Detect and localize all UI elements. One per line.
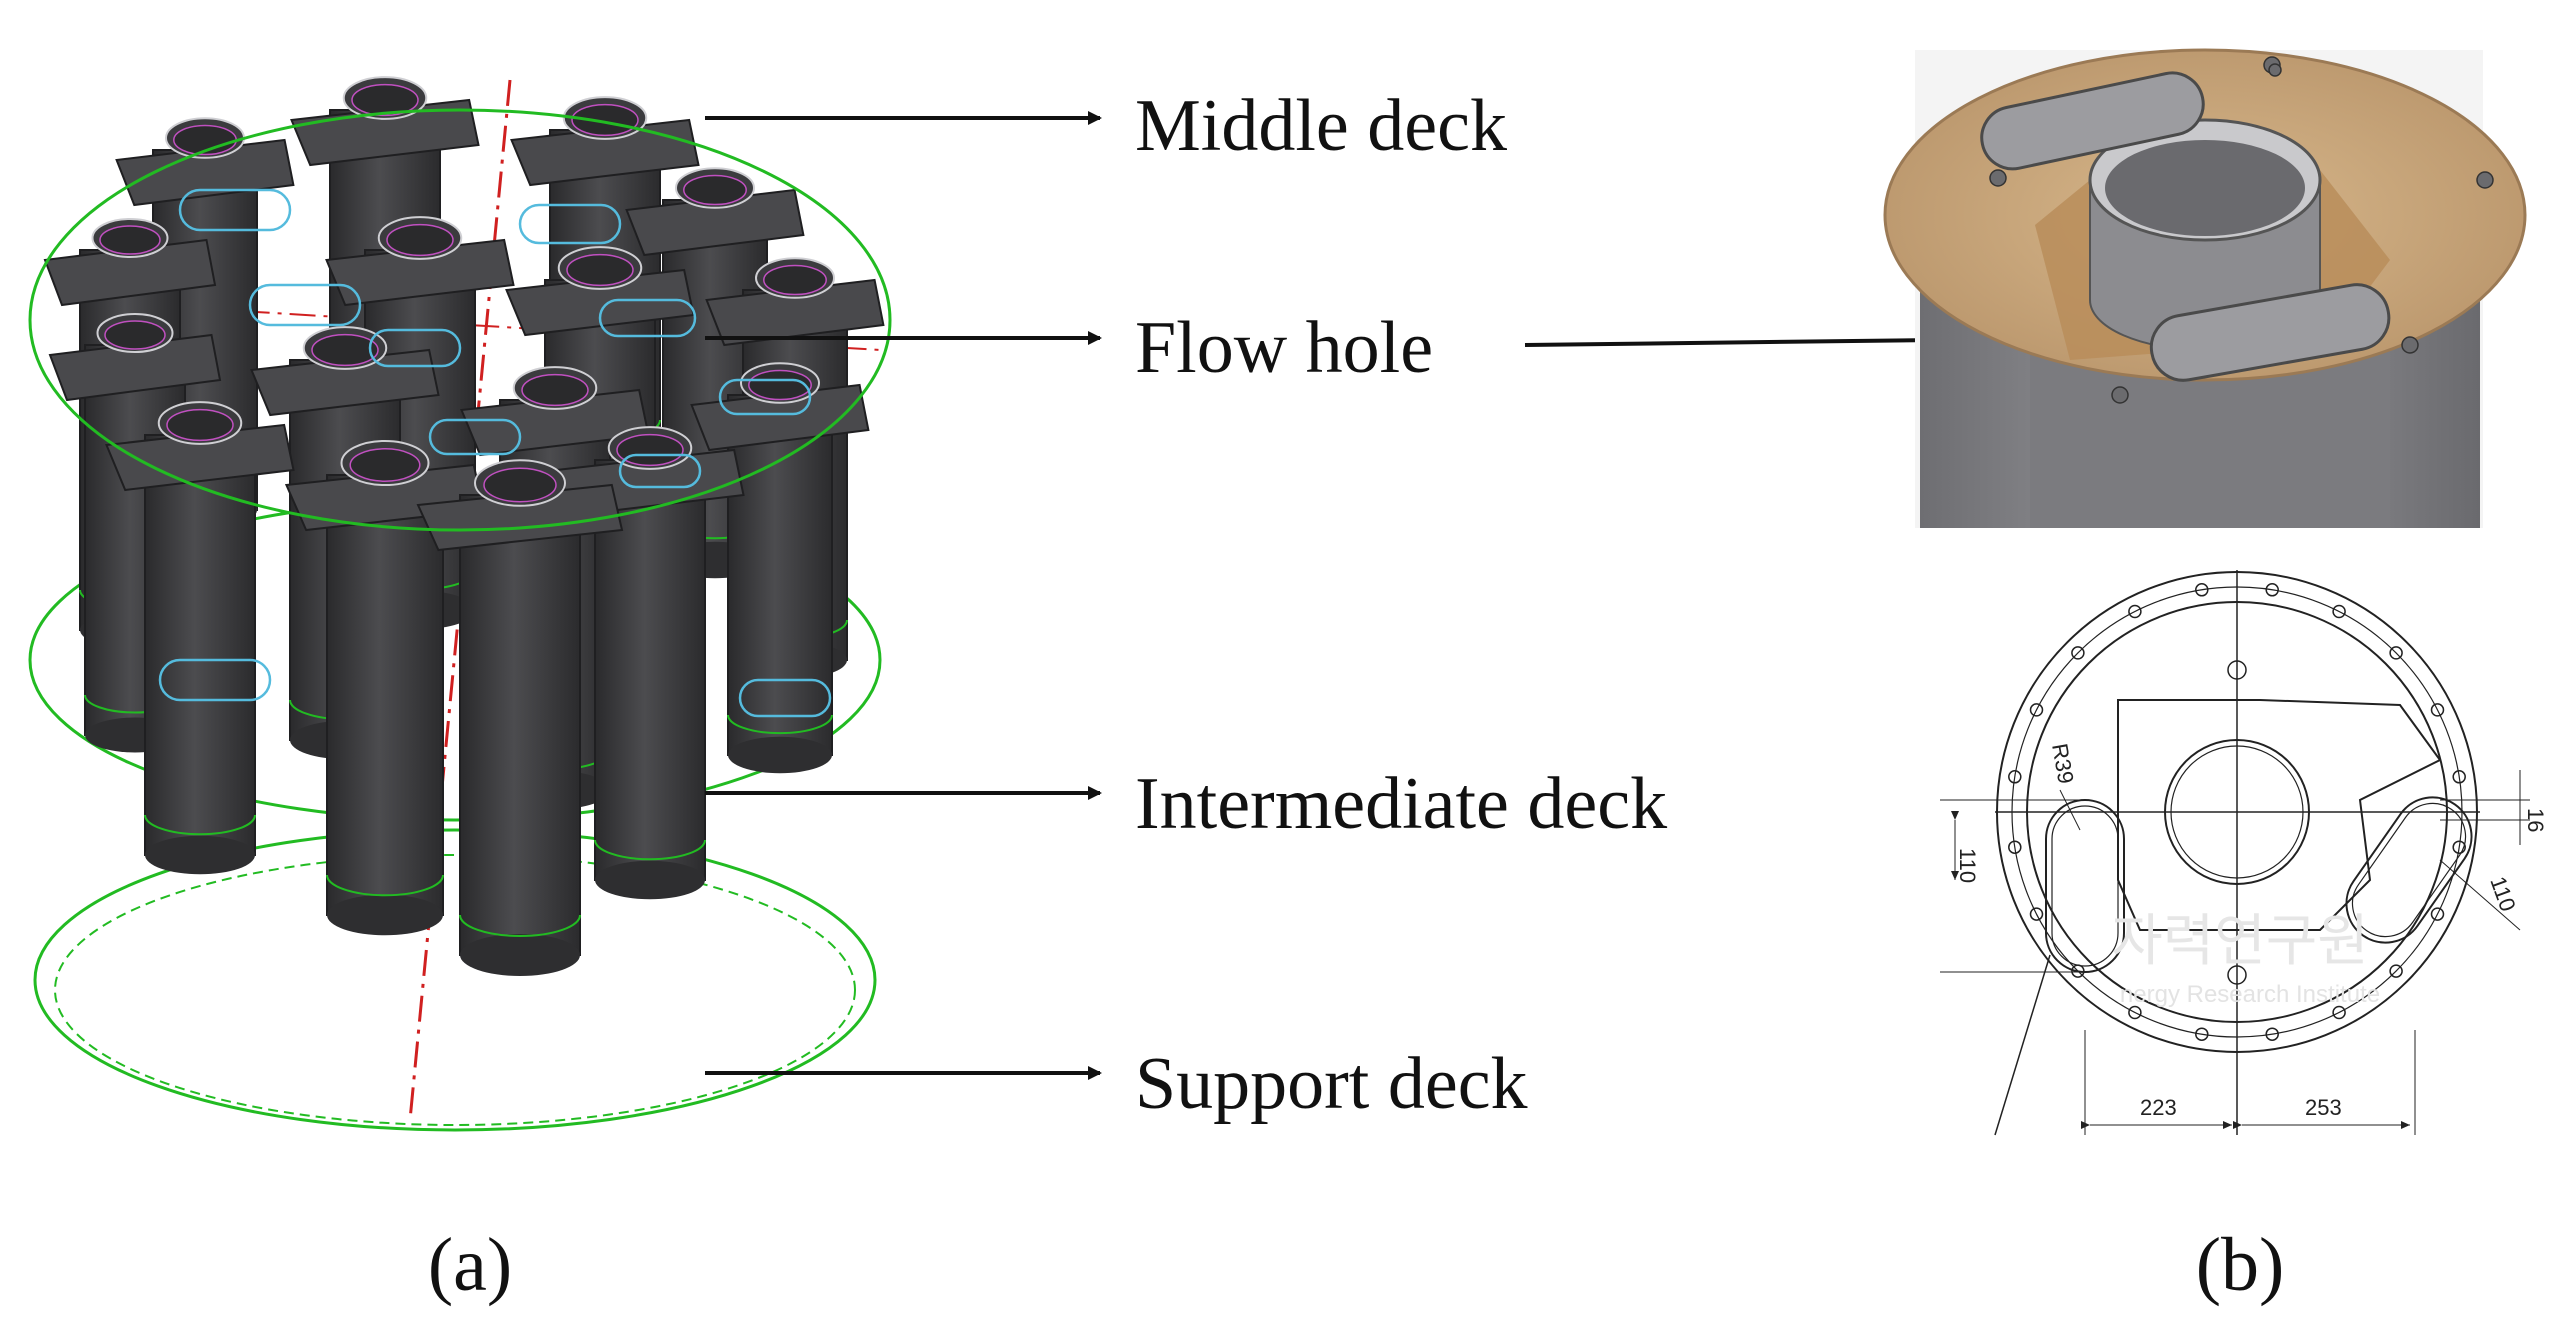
- bolt-heads: [1989, 56, 2494, 404]
- dimension-right-span: 253: [2305, 1095, 2342, 1120]
- deck-outer-circle: [1996, 571, 2478, 1053]
- bolt-hole: [2195, 1027, 2209, 1041]
- bolt-hole: [2332, 1005, 2346, 1020]
- support-deck-inner: [54, 854, 856, 1126]
- bolt-hole: [2265, 583, 2279, 597]
- fuel-tube: [105, 401, 295, 875]
- dimension-left-slot: 110: [1955, 848, 1980, 883]
- flow-hole-label: Flow hole: [1135, 307, 1433, 389]
- middle-deck-outline: [28, 108, 892, 532]
- bolt-hole: [2430, 703, 2445, 717]
- bolt-hole: [2452, 840, 2466, 854]
- radius-note: R39: [2047, 742, 2079, 786]
- small-holes: [2227, 660, 2247, 985]
- support-deck-label: Support deck: [1135, 1043, 1528, 1125]
- leader-arrows: [705, 111, 2102, 1080]
- bolt-hole: [2008, 770, 2022, 784]
- flow-slot-right: [2345, 796, 2473, 944]
- bolt-hole: [2452, 770, 2466, 784]
- bolt-hole: [2389, 646, 2403, 660]
- bolt-hole: [2128, 604, 2142, 619]
- bolt-hole: [2430, 907, 2445, 921]
- deck-detail-3d: [1883, 48, 2527, 528]
- caption-b: (b): [2196, 1223, 2285, 1307]
- dimension-offset: 16: [2523, 808, 2548, 832]
- bolt-hole: [2071, 646, 2085, 660]
- deck-inner-circle: [2026, 601, 2448, 1023]
- central-hole: [2164, 739, 2310, 885]
- bolt-hole: [2195, 583, 2209, 597]
- bolt-hole: [2265, 1027, 2279, 1041]
- fuel-tube: [416, 459, 624, 976]
- assembly-3d-view: [28, 76, 892, 1132]
- watermark: 자력연구원: [2111, 909, 2369, 974]
- bolt-hole-pattern: [2008, 583, 2466, 1041]
- mounting-plate-outline: [2117, 699, 2442, 931]
- dimension-left-span: 223: [2140, 1095, 2177, 1120]
- tube-array: [43, 76, 885, 976]
- bolt-hole: [2029, 703, 2044, 717]
- drawing-annotations: R39 110 16 110 223 253 자력연구원 nergy Resea…: [1955, 742, 2548, 1120]
- bolt-hole: [2071, 964, 2085, 978]
- caption-a: (a): [428, 1223, 512, 1307]
- support-deck-outline: [33, 828, 877, 1132]
- fuel-tube: [690, 362, 870, 774]
- bolt-hole: [2389, 964, 2403, 978]
- flow-hole-cover: [2149, 283, 2391, 382]
- bolt-hole: [2029, 907, 2044, 921]
- middle-deck-label: Middle deck: [1135, 85, 1507, 167]
- flow-hole-outlines: [158, 188, 832, 718]
- flow-hole-cover: [1980, 71, 2205, 171]
- watermark-subtext: nergy Research Institute: [2120, 981, 2380, 1008]
- intermediate-deck-label: Intermediate deck: [1135, 763, 1667, 845]
- bolt-hole: [2128, 1005, 2142, 1020]
- bolt-hole: [2332, 604, 2346, 619]
- deck-engineering-drawing: [1940, 570, 2530, 1136]
- bolt-hole: [2008, 840, 2022, 854]
- dimension-right-slot: 110: [2485, 873, 2520, 915]
